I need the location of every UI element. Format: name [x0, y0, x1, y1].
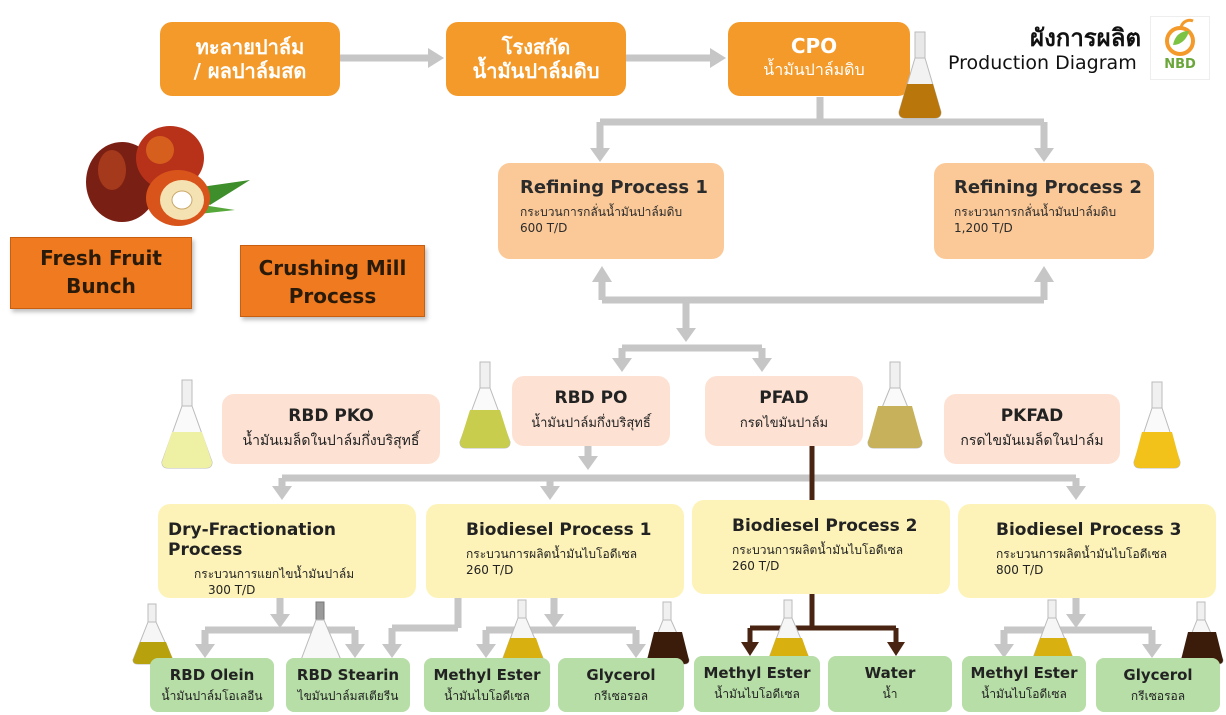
biodiesel-1-desc: กระบวนการผลิตน้ำมันไบโอดีเซล: [466, 547, 638, 561]
refining-2-title: Refining Process 2: [954, 177, 1142, 198]
rbd-olein-desc: น้ำมันปาล์มโอเลอีน: [161, 689, 263, 703]
pkfad-title: PKFAD: [1000, 406, 1064, 426]
methyl-ester-title: Methyl Ester: [433, 666, 541, 684]
glycerol-box: Glycerol กรีเซอรอล: [558, 658, 684, 712]
cpo-flask-icon: [898, 31, 942, 119]
glycerol-2-box: Glycerol กรีเซอรอล: [1096, 658, 1220, 712]
biodiesel-process-2-box: Biodiesel Process 2 กระบวนการผลิตน้ำมันไ…: [692, 500, 950, 594]
pfad-title: PFAD: [759, 388, 809, 408]
biodiesel-2-capacity: 260 T/D: [732, 559, 780, 573]
rbd-pko-desc: น้ำมันเมล็ดในปาล์มกึ่งบริสุทธิ์: [242, 433, 420, 449]
header-title-en: Production Diagram: [948, 52, 1137, 74]
refining-1-desc: กระบวนการกลั่นน้ำมันปาล์มดิบ: [520, 205, 683, 219]
extraction-mill-line2: น้ำมันปาล์มดิบ: [472, 59, 600, 83]
extraction-mill-line1: โรงสกัด: [501, 35, 571, 59]
refining-1-title: Refining Process 1: [520, 177, 708, 198]
logo-text: NBD: [1164, 57, 1196, 72]
methyl-ester-3-title: Methyl Ester: [970, 664, 1078, 682]
rbd-po-desc: น้ำมันปาล์มกึ่งบริสุทธิ์: [531, 416, 651, 431]
fresh-fruit-bunch-label: Fresh Fruit Bunch: [10, 237, 192, 309]
rbd-olein-flask-icon: [132, 603, 174, 665]
biodiesel-3-capacity: 800 T/D: [996, 563, 1044, 577]
glycerol-2-desc: กรีเซอรอล: [1130, 689, 1186, 703]
fresh-fruit-line2: / ผลปาล์มสด: [193, 59, 307, 83]
pfad-box: PFAD กรดไขมันปาล์ม: [705, 376, 863, 446]
nbd-logo: NBD: [1150, 16, 1210, 80]
leaf-icon: [1165, 18, 1195, 56]
crushing-mill-line2: Process: [288, 284, 377, 308]
rbd-pko-box: RBD PKO น้ำมันเมล็ดในปาล์มกึ่งบริสุทธิ์: [222, 394, 440, 464]
fresh-fruit-line1: ทะลายปาล์ม: [195, 35, 305, 59]
biodiesel-2-title: Biodiesel Process 2: [732, 516, 918, 536]
glycerol-title: Glycerol: [586, 666, 656, 684]
rbd-olein-title: RBD Olein: [169, 666, 255, 684]
biodiesel-3-title: Biodiesel Process 3: [996, 520, 1182, 540]
biodiesel-3-desc: กระบวนการผลิตน้ำมันไบโอดีเซล: [996, 547, 1168, 561]
rbd-stearin-desc: ไขมันปาล์มสเตียรีน: [297, 689, 399, 703]
dry-fractionation-box: Dry-Fractionation Process กระบวนการแยกไข…: [158, 504, 416, 598]
methyl-ester-desc: น้ำมันไบโอดีเซล: [444, 689, 530, 703]
cpo-desc: น้ำมันปาล์มดิบ: [763, 60, 865, 79]
rbd-po-box: RBD PO น้ำมันปาล์มกึ่งบริสุทธิ์: [512, 376, 670, 446]
fresh-fruit-box: ทะลายปาล์ม / ผลปาล์มสด: [160, 22, 340, 96]
glycerol-flask-icon: [646, 601, 690, 665]
water-desc: น้ำ: [882, 687, 898, 701]
methyl-ester-3-flask-icon: [1032, 599, 1074, 663]
palm-fruit-image: [86, 126, 250, 226]
dry-fractionation-desc: กระบวนการแยกไขน้ำมันปาล์ม: [194, 567, 355, 581]
pfad-desc: กรดไขมันปาล์ม: [739, 416, 829, 431]
refining-1-capacity: 600 T/D: [520, 221, 568, 235]
methyl-ester-3-box: Methyl Ester น้ำมันไบโอดีเซล: [962, 656, 1086, 712]
dry-fractionation-title: Dry-Fractionation Process: [168, 520, 337, 560]
refining-process-1-box: Refining Process 1 กระบวนการกลั่นน้ำมันป…: [498, 163, 724, 259]
fresh-fruit-bunch-line1: Fresh Fruit: [40, 246, 162, 270]
biodiesel-2-desc: กระบวนการผลิตน้ำมันไบโอดีเซล: [732, 543, 904, 557]
rbd-stearin-title: RBD Stearin: [296, 666, 400, 684]
methyl-ester-box: Methyl Ester น้ำมันไบโอดีเซล: [424, 658, 550, 712]
crushing-mill-line1: Crushing Mill: [258, 256, 407, 280]
methyl-ester-2-flask-icon: [768, 599, 810, 663]
biodiesel-process-3-box: Biodiesel Process 3 กระบวนการผลิตน้ำมันไ…: [958, 504, 1216, 598]
pkfad-flask-icon: [1133, 381, 1181, 469]
cpo-box: CPO น้ำมันปาล์มดิบ: [728, 22, 910, 96]
pkfad-desc: กรดไขมันเมล็ดในปาล์ม: [960, 433, 1104, 449]
dry-fractionation-capacity: 300 T/D: [208, 583, 256, 597]
rbd-pko-title: RBD PKO: [288, 406, 374, 426]
rbd-stearin-box: RBD Stearin ไขมันปาล์มสเตียรีน: [286, 658, 410, 712]
rbd-olein-box: RBD Olein น้ำมันปาล์มโอเลอีน: [150, 658, 274, 712]
refining-process-2-box: Refining Process 2 กระบวนการกลั่นน้ำมันป…: [934, 163, 1154, 259]
pkfad-box: PKFAD กรดไขมันเมล็ดในปาล์ม: [944, 394, 1120, 464]
glycerol-desc: กรีเซอรอล: [593, 689, 649, 703]
glycerol-2-flask-icon: [1180, 601, 1224, 665]
glycerol-2-title: Glycerol: [1123, 666, 1193, 684]
biodiesel-1-title: Biodiesel Process 1: [466, 520, 652, 540]
methyl-ester-3-desc: น้ำมันไบโอดีเซล: [981, 687, 1067, 701]
rbd-po-flask-icon: [459, 361, 511, 449]
cpo-title: CPO: [790, 34, 838, 58]
water-box: Water น้ำ: [828, 656, 952, 712]
methyl-ester-2-title: Methyl Ester: [703, 664, 811, 682]
fresh-fruit-bunch-line2: Bunch: [66, 274, 136, 298]
rbd-po-title: RBD PO: [554, 388, 628, 408]
rbd-stearin-flask-icon: [300, 601, 342, 665]
methyl-ester-2-box: Methyl Ester น้ำมันไบโอดีเซล: [694, 656, 820, 712]
pfad-flask-icon: [867, 361, 923, 449]
rbd-pko-flask-icon: [161, 379, 213, 469]
crushing-mill-label: Crushing Mill Process: [240, 245, 425, 317]
refining-2-desc: กระบวนการกลั่นน้ำมันปาล์มดิบ: [954, 205, 1117, 219]
water-title: Water: [864, 664, 916, 682]
methyl-ester-flask-icon: [502, 599, 544, 663]
biodiesel-1-capacity: 260 T/D: [466, 563, 514, 577]
refining-2-capacity: 1,200 T/D: [954, 221, 1013, 235]
extraction-mill-box: โรงสกัด น้ำมันปาล์มดิบ: [446, 22, 626, 96]
methyl-ester-2-desc: น้ำมันไบโอดีเซล: [714, 687, 800, 701]
header-title-th: ผังการผลิต: [1030, 24, 1142, 52]
biodiesel-process-1-box: Biodiesel Process 1 กระบวนการผลิตน้ำมันไ…: [426, 504, 684, 598]
